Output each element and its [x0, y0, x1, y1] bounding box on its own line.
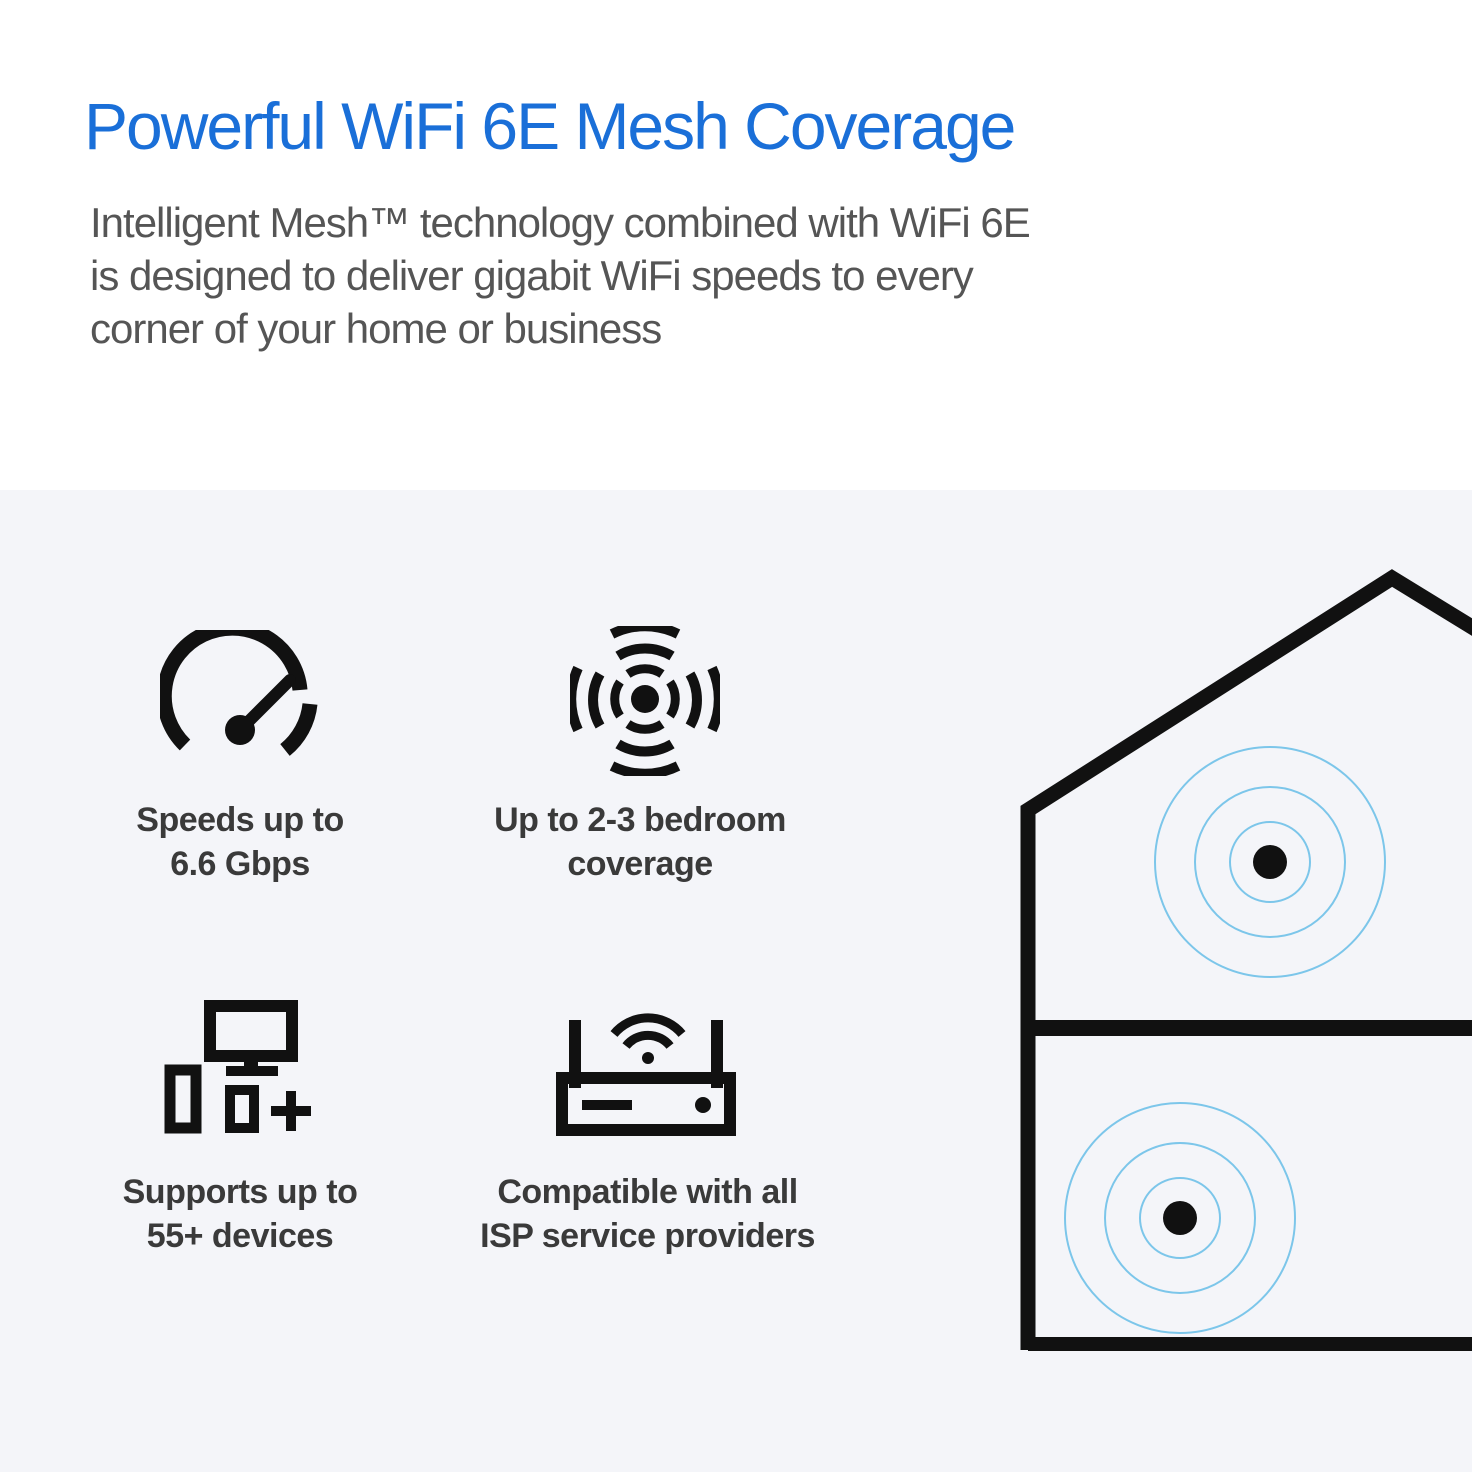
feature-speed-label: Speeds up to 6.6 Gbps: [136, 801, 344, 883]
devices-plus-icon: [164, 1000, 311, 1134]
mesh-node-lower: [1064, 1102, 1296, 1334]
house-mesh-icon: [1020, 569, 1472, 1351]
speedometer-icon: [160, 630, 318, 756]
header-section: Powerful WiFi 6E Mesh Coverage Intellige…: [0, 0, 1472, 490]
signal-broadcast-icon: [570, 626, 720, 776]
description-line: Intelligent Mesh™ technology combined wi…: [90, 199, 1031, 246]
page-title: Powerful WiFi 6E Mesh Coverage: [84, 89, 1016, 163]
feature-coverage-label: Up to 2-3 bedroom coverage: [494, 801, 786, 883]
mesh-node-upper: [1154, 746, 1386, 978]
description-line: is designed to deliver gigabit WiFi spee…: [90, 252, 974, 299]
page-description: Intelligent Mesh™ technology combined wi…: [90, 196, 1090, 355]
feature-isp-label: Compatible with all ISP service provider…: [480, 1173, 815, 1255]
feature-devices-label: Supports up to 55+ devices: [122, 1173, 358, 1255]
router-icon: [556, 1013, 736, 1136]
features-panel: Speeds up to 6.6 Gbps Up to 2-3 bedroom …: [0, 490, 1472, 1472]
description-line: corner of your home or business: [90, 305, 662, 352]
